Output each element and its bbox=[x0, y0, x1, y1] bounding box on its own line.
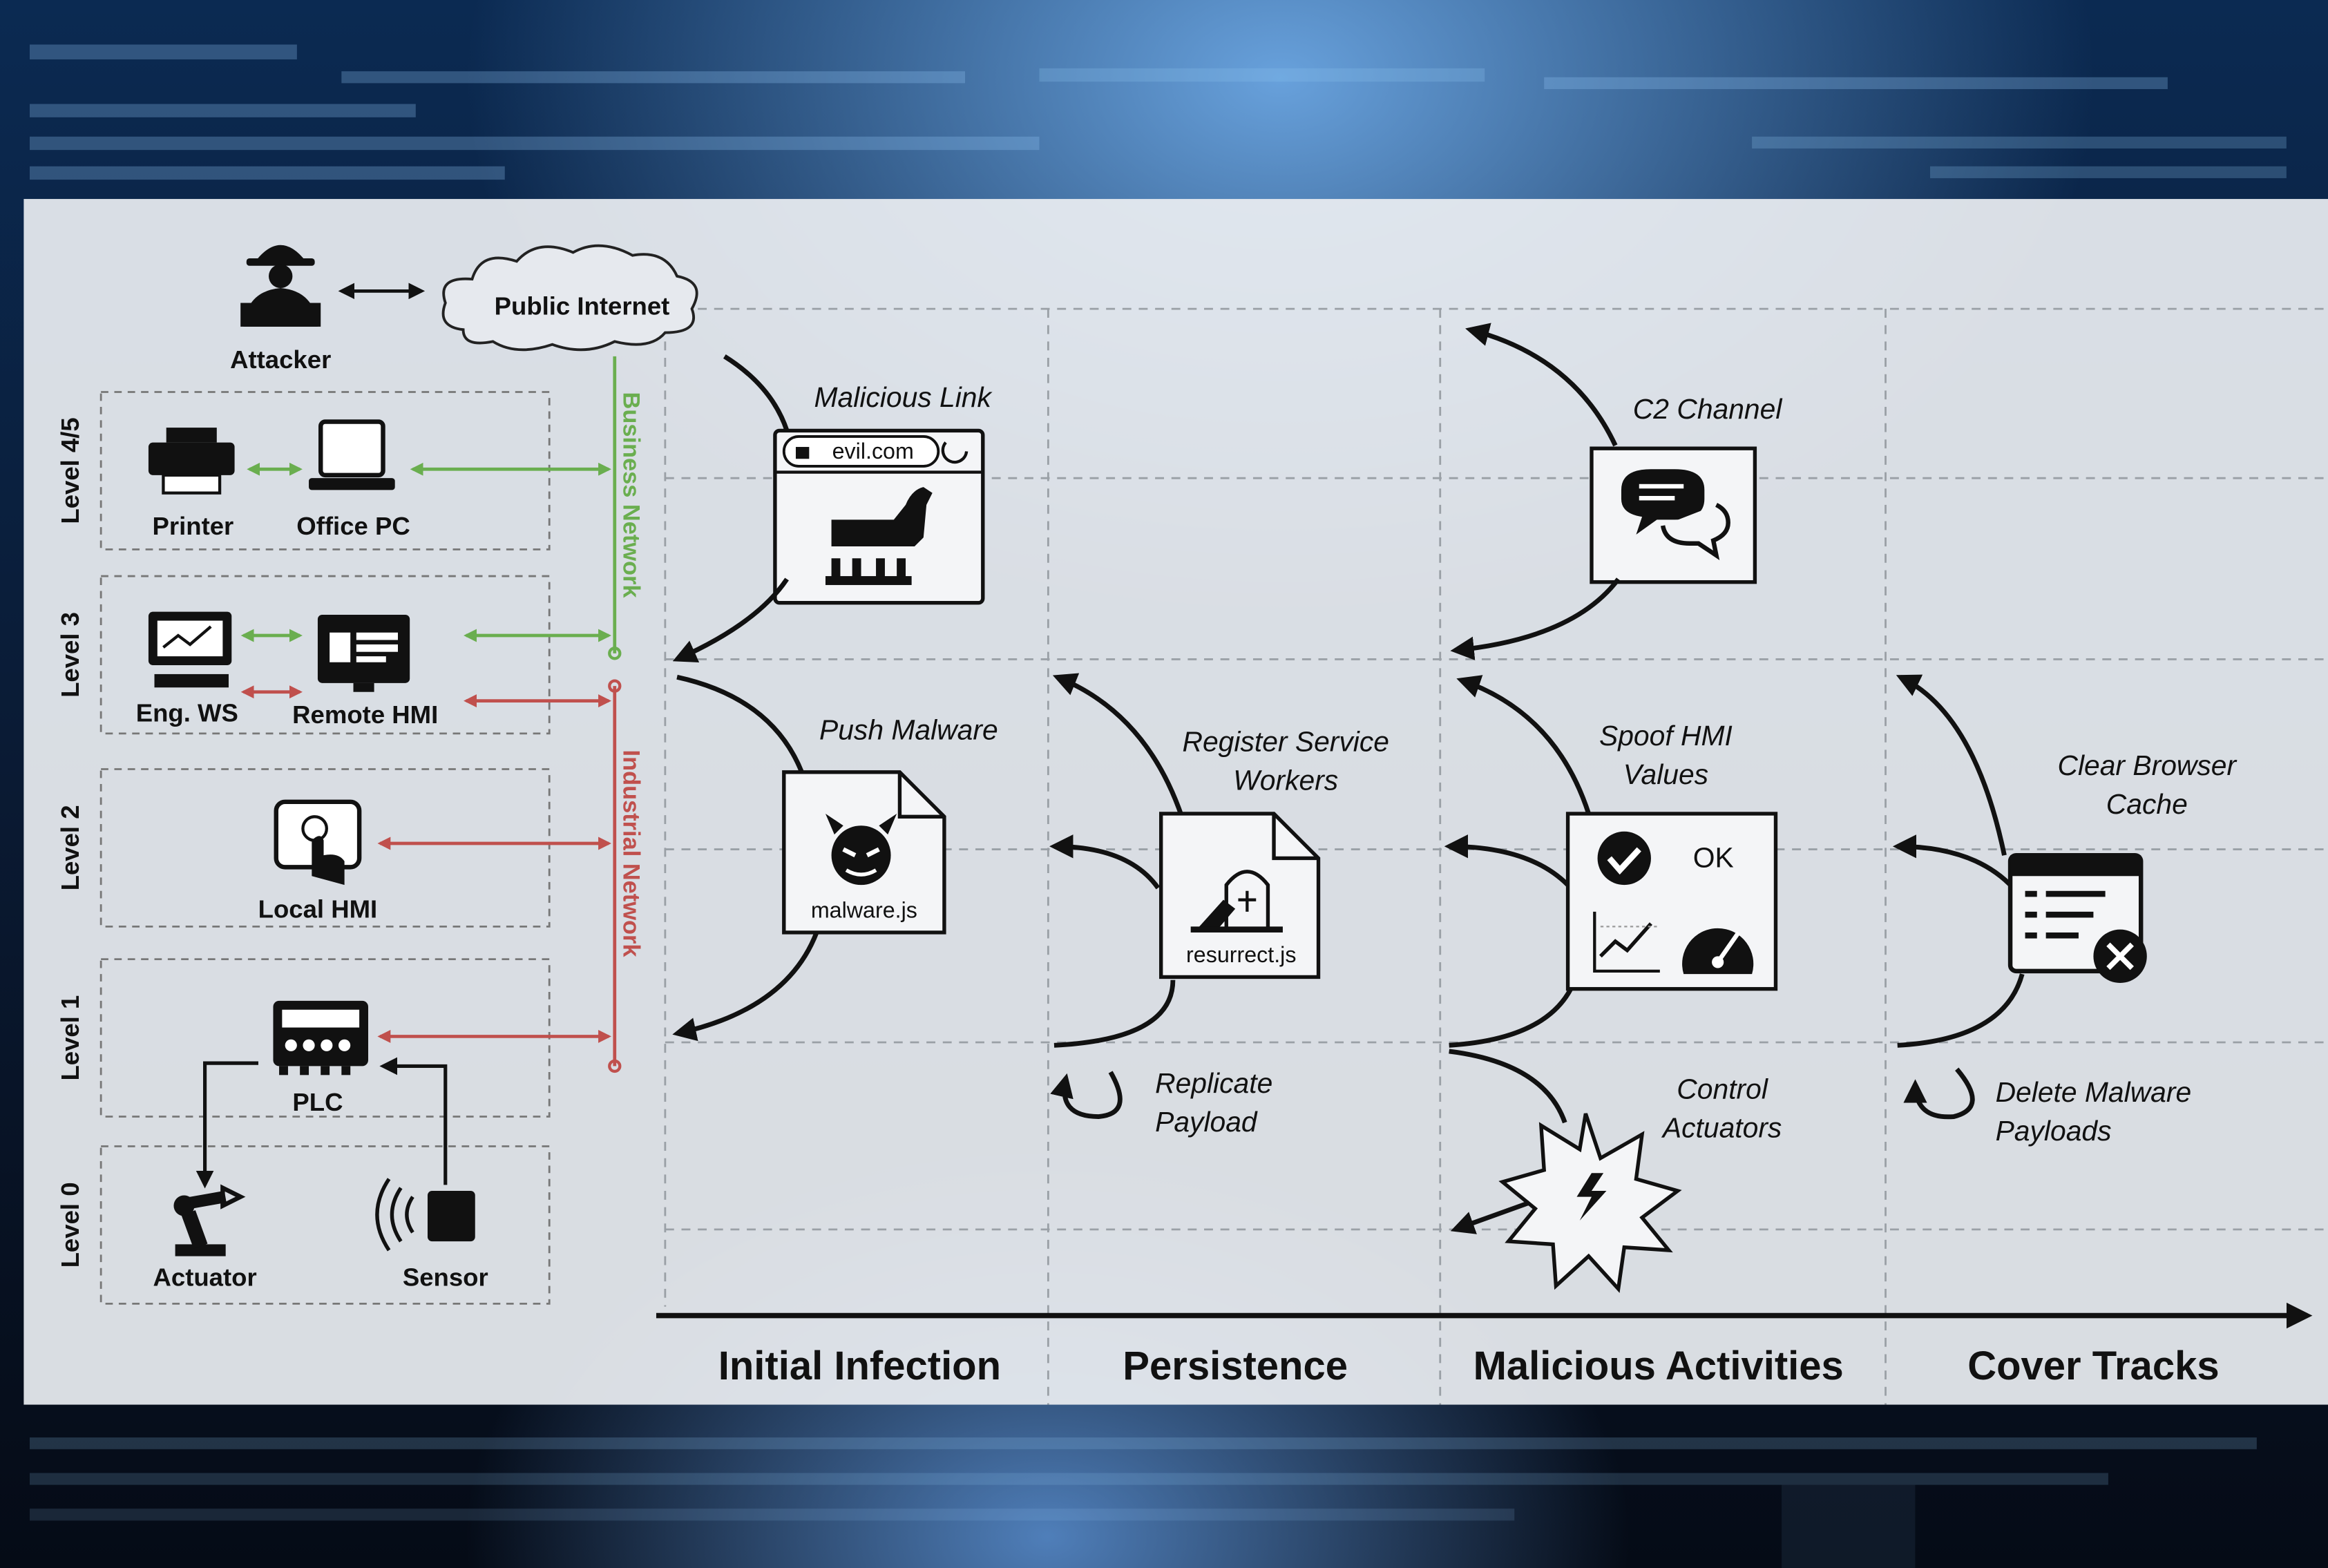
sensor-label: Sensor bbox=[403, 1263, 488, 1292]
stage-title-malicious-activities: Malicious Activities bbox=[1473, 1344, 1844, 1388]
level-label-0: Level 0 bbox=[56, 1182, 84, 1268]
hmi-monitor-icon bbox=[317, 614, 410, 692]
level-label-3: Level 3 bbox=[56, 612, 84, 698]
browser-window bbox=[773, 428, 985, 605]
level-label-1: Level 1 bbox=[56, 995, 84, 1081]
stage-title-initial-infection: Initial Infection bbox=[718, 1344, 1001, 1388]
clear-label-line2: Cache bbox=[2106, 788, 2188, 820]
c2-channel-label: C2 Channel bbox=[1633, 393, 1783, 425]
robot-arm-icon bbox=[173, 1184, 246, 1256]
level-label-2: Level 2 bbox=[56, 805, 84, 890]
matrix-code-texture bbox=[29, 44, 2287, 1568]
business-network-label: Business Network bbox=[618, 392, 645, 599]
register-label-line1: Register Service bbox=[1182, 726, 1389, 758]
explosion-icon bbox=[1498, 1113, 1682, 1293]
devil-icon bbox=[825, 813, 897, 886]
ok-text: OK bbox=[1693, 841, 1734, 873]
spoof-label-line2: Values bbox=[1623, 758, 1708, 790]
resurrect-file-name: resurrect.js bbox=[1186, 942, 1296, 967]
workstation-icon bbox=[148, 611, 232, 688]
printer-icon bbox=[148, 428, 235, 495]
url-text: evil.com bbox=[832, 439, 914, 463]
spoof-label-line1: Spoof HMI bbox=[1599, 720, 1733, 752]
grid-lines bbox=[664, 307, 2328, 1405]
local-hmi-label: Local HMI bbox=[258, 895, 378, 923]
tombstone-icon bbox=[1190, 870, 1283, 933]
plc-chip-icon bbox=[273, 1000, 369, 1075]
malicious-link-label: Malicious Link bbox=[814, 381, 993, 413]
level-label-4-5: Level 4/5 bbox=[56, 417, 84, 524]
replicate-label-line2: Payload bbox=[1155, 1106, 1258, 1138]
delete-label-line1: Delete Malware bbox=[1996, 1076, 2192, 1108]
remote-hmi-label: Remote HMI bbox=[292, 700, 438, 729]
stage-title-persistence: Persistence bbox=[1123, 1344, 1348, 1388]
chat-icon bbox=[1621, 469, 1730, 560]
plc-label: PLC bbox=[292, 1088, 343, 1116]
printer-label: Printer bbox=[153, 512, 234, 540]
trojan-horse-icon bbox=[825, 487, 933, 585]
browser-clear-icon bbox=[2007, 852, 2147, 984]
register-label-line2: Workers bbox=[1233, 765, 1338, 796]
internet-label: Public Internet bbox=[495, 292, 670, 321]
attacker-icon bbox=[240, 245, 321, 327]
cloud-icon bbox=[441, 244, 698, 352]
actuator-label: Actuator bbox=[153, 1263, 256, 1292]
touch-panel-icon bbox=[274, 799, 362, 886]
chart-icon bbox=[1593, 911, 1660, 973]
malware-file-name: malware.js bbox=[811, 897, 917, 922]
gauge-icon bbox=[1682, 928, 1754, 975]
control-label-line1: Control bbox=[1677, 1073, 1768, 1105]
attacker-label: Attacker bbox=[230, 345, 331, 374]
delete-label-line2: Payloads bbox=[1996, 1115, 2112, 1147]
stage-title-cover-tracks: Cover Tracks bbox=[1967, 1344, 2219, 1388]
checkmark-icon bbox=[1597, 831, 1651, 886]
control-label-line2: Actuators bbox=[1661, 1112, 1782, 1144]
laptop-icon bbox=[309, 419, 395, 490]
eng-ws-label: Eng. WS bbox=[136, 699, 238, 727]
office-pc-label: Office PC bbox=[296, 512, 410, 540]
sensor-icon bbox=[375, 1178, 475, 1252]
clear-label-line1: Clear Browser bbox=[2057, 749, 2237, 781]
industrial-network-label: Industrial Network bbox=[618, 750, 645, 958]
replicate-label-line1: Replicate bbox=[1155, 1067, 1272, 1099]
push-malware-label: Push Malware bbox=[819, 714, 998, 746]
